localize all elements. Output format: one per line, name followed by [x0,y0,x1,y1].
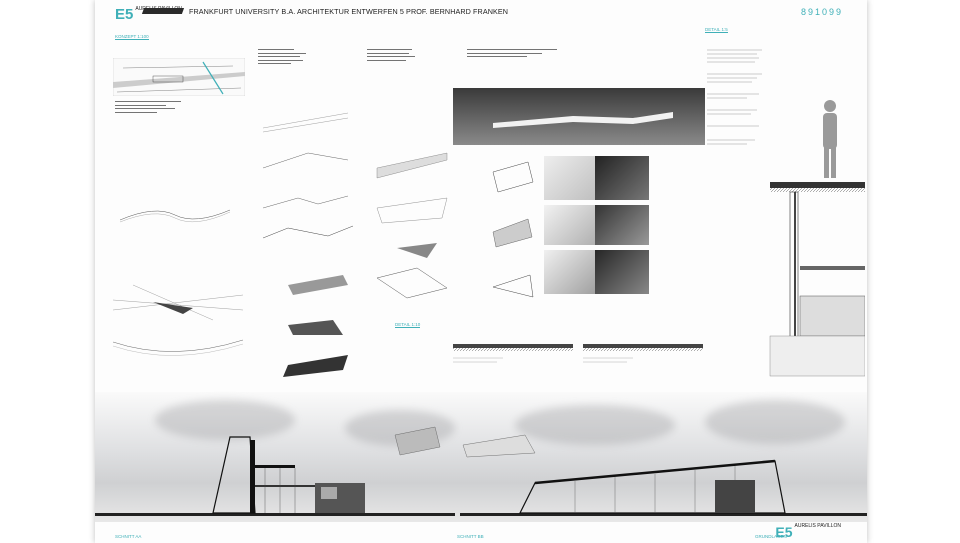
footer-label-right: GRUNDLAGEN [755,534,787,539]
ribbon-sketch [119,209,231,223]
section-label-detail: DETAIL 1:5 [705,27,728,33]
model-photo-3 [544,205,604,245]
building-sections [95,426,867,516]
konzept-text-block-1: ▬▬▬▬▬▬▬▬▬▬▬▬▬▬▬▬▬▬▬▬▬▬▬▬▬▬▬▬▬▬▬▬▬▬▬▬▬▬▬▬… [115,99,181,114]
column2-text: ▬▬▬▬▬▬▬▬▬▬▬▬▬▬▬▬▬▬▬▬▬▬▬▬▬▬▬▬▬▬▬▬▬▬▬▬▬▬▬▬… [258,47,306,66]
model-photo-4 [595,205,649,245]
model-photo-1 [544,156,604,200]
step-diagrams [262,112,354,239]
construction-detail [769,100,865,377]
diagram-sketch-1 [113,284,243,321]
section-label-konzept: KONZEPT 1:100 [115,34,149,40]
column4-text: ▬▬▬▬▬▬▬▬▬▬▬▬▬▬▬▬▬▬▬▬▬▬▬▬▬▬▬▬▬▬▬▬▬▬▬▬▬▬▬▬… [467,47,557,59]
footer-label-mid: SCHNITT BB [457,534,484,539]
header-title: FRANKFURT UNIVERSITY B.A. ARCHITEKTUR EN… [189,7,509,16]
header-number: 891099 [800,7,843,17]
column3-text: ▬▬▬▬▬▬▬▬▬▬▬▬▬▬▬▬▬▬▬▬▬▬▬▬▬▬▬▬▬▬▬▬▬▬▬▬▬▬▬▬… [367,47,415,62]
model-views [283,275,348,377]
detail-sketches [492,161,534,298]
section-label-detail-mid: DETAIL 1:10 [395,322,421,328]
roof-form-studies [376,152,448,299]
logo-band [141,8,185,14]
site-plan-drawing [113,58,245,96]
floor-section-details [453,344,703,363]
model-photo-main [453,88,705,145]
diagram-sketch-2 [113,339,243,356]
detail-legend-text [707,49,762,145]
model-photo-5 [544,250,604,294]
model-photo-2 [595,156,649,200]
model-photo-6 [595,250,649,294]
footer-label-left: SCHNITT AA [115,534,142,539]
scale-figure [823,100,837,178]
